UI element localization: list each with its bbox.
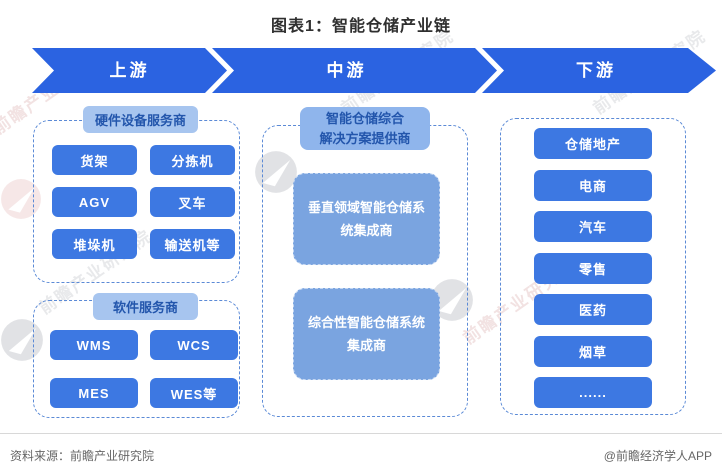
hardware-item: 货架 — [52, 145, 137, 175]
chevron-banner — [32, 48, 716, 93]
software-item: WES等 — [150, 378, 238, 408]
hardware-item: 分拣机 — [150, 145, 235, 175]
software-items-grid: WMS WCS MES WES等 — [50, 330, 238, 408]
brand-text: @前瞻经济学人APP — [603, 449, 712, 463]
downstream-item: ...... — [534, 377, 652, 408]
downstream-item: 电商 — [534, 169, 652, 201]
downstream-items-list: 仓储地产电商汽车零售医药烟草...... — [534, 128, 652, 408]
watermark-logo-icon — [255, 151, 297, 193]
downstream-item: 烟草 — [534, 335, 652, 367]
watermark-logo-icon — [431, 279, 473, 321]
banner-label-downstream: 下游 — [576, 61, 616, 80]
hardware-items-grid: 货架分拣机 AGV 叉车堆垛机输送机等 — [52, 145, 235, 259]
midstream-item: 垂直领域智能仓储系统集成商 — [293, 173, 440, 265]
midstream-group-header: 智能仓储综合 解决方案提供商 — [300, 107, 430, 150]
footer-divider — [0, 433, 722, 434]
hardware-item: 输送机等 — [150, 229, 235, 259]
downstream-item: 汽车 — [534, 211, 652, 242]
banner-label-midstream: 中游 — [326, 61, 367, 80]
hardware-item: 堆垛机 — [52, 229, 137, 259]
downstream-item: 医药 — [534, 294, 652, 325]
page-title: 图表1：智能仓储产业链 — [271, 18, 451, 35]
software-item: WCS — [150, 330, 238, 360]
hardware-item: 叉车 — [150, 187, 235, 217]
upstream-arrow-shape — [32, 48, 227, 93]
banner-label-upstream: 上游 — [109, 61, 150, 80]
downstream-item: 仓储地产 — [534, 128, 652, 159]
hardware-item: AGV — [52, 187, 137, 217]
watermark-logo-icon — [1, 319, 43, 361]
midstream-item: 综合性智能仓储系统集成商 — [293, 288, 440, 380]
software-item: WMS — [50, 330, 138, 360]
watermark-logo-icon — [1, 179, 41, 219]
software-group-header: 软件服务商 — [93, 293, 198, 320]
software-item: MES — [50, 378, 138, 408]
downstream-group-container — [500, 118, 686, 415]
hardware-group-header: 硬件设备服务商 — [83, 106, 198, 133]
downstream-item: 零售 — [534, 252, 652, 284]
source-text: 资料来源：前瞻产业研究院 — [10, 449, 155, 463]
downstream-arrow-shape — [482, 48, 716, 93]
midstream-arrow-shape — [212, 48, 497, 93]
midstream-items-list: 垂直领域智能仓储系统集成商综合性智能仓储系统集成商 — [293, 173, 440, 380]
